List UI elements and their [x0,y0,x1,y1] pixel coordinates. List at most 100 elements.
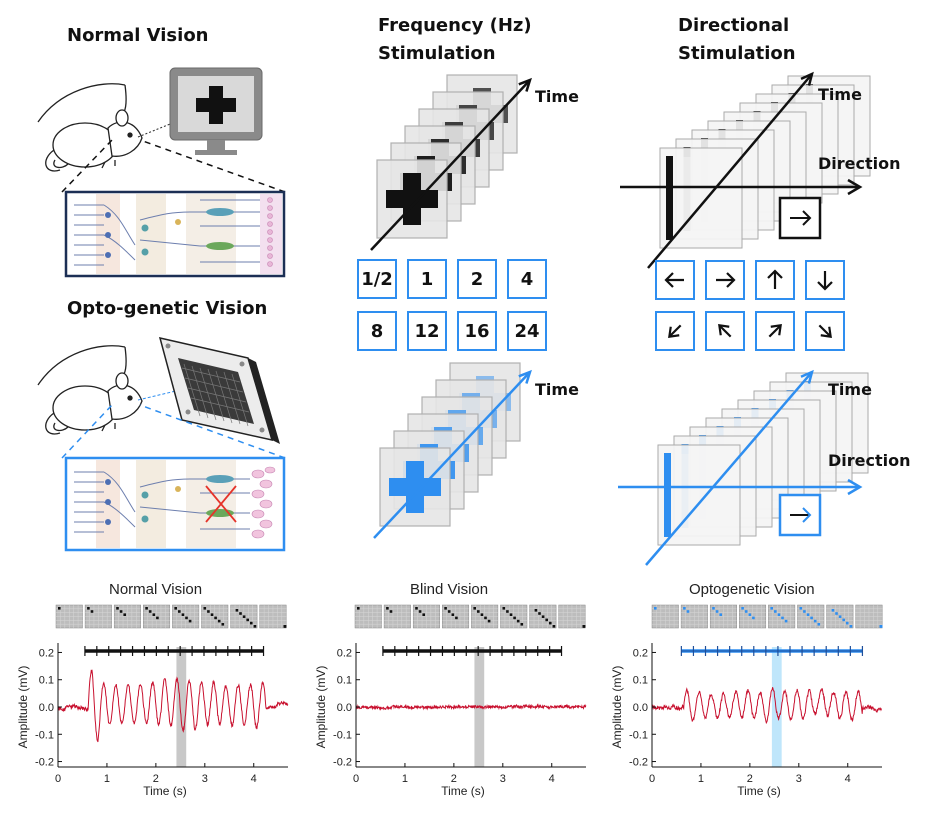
thumbnail-dot [477,610,480,613]
thumbnail-dot [752,616,755,620]
mouse-opto [37,345,143,435]
thumbnail-dot [451,613,455,616]
frequency-option-box: 2 [457,259,497,299]
y-tick-label: -0.2 [629,757,648,769]
frequency-option-box: 1 [407,259,447,299]
thumbnail-dot [516,619,520,623]
arrow-up-right-icon [768,324,782,338]
thumbnail-dot [712,607,715,610]
time-axis-arrowhead [518,369,532,384]
bar-stimulus-front [666,156,673,240]
led-array-panel-icon [158,336,280,444]
thumbnail-dot [185,616,188,620]
direction-frame [659,147,743,249]
thumbnail-dot [480,613,484,616]
frequency-option-box: 24 [507,311,547,351]
time-axis-arrowhead [518,77,532,92]
thumbnail-dot [123,613,126,616]
thumbnail-dot [552,625,556,628]
thumbnail-dot [549,621,552,625]
direction-option-box [705,311,745,351]
frequency-title-line2: Stimulation [378,43,496,64]
thumbnail-dot [415,607,418,610]
direction-label-dir-black: Direction [818,154,901,173]
thumbnail-dot [283,625,287,628]
arrow-down-icon [817,271,833,291]
arrow-down-right-icon [818,324,832,338]
direction-option-box [805,311,845,351]
thumbnail-dot [203,607,207,610]
thumbnail-dot [116,607,119,610]
signal-trace [355,702,587,711]
thumbnail-dot [250,621,253,625]
thumbnail-dot [520,623,524,626]
thumbnail-dot [484,616,487,620]
thumbnail-dot [686,610,690,613]
cross-stimulus-icon [386,173,438,225]
thumbnail-dot [444,607,447,610]
thumbnail-dot [389,610,393,613]
y-tick-label: 0.2 [39,647,54,659]
normal-vision-title: Normal Vision [67,25,209,46]
thumbnail-dot [217,619,221,623]
thumbnail-dot [119,610,123,613]
thumbnail-dot [741,607,744,610]
arrow-right-icon-head [802,210,812,226]
cross-stimulus-icon [389,461,441,513]
thumbnail-dot [770,607,773,610]
time-axis-arrowhead [800,71,814,86]
thumbnail-dot [90,610,94,613]
y-tick-label: 0.0 [337,702,352,714]
direction-label-dir-blue: Direction [828,451,911,470]
thumbnail-dot [487,619,491,623]
thumbnail-dot [235,609,239,612]
y-axis-label: Amplitude (mV) [16,666,30,749]
thumbnail-dot [207,610,210,613]
thumbnail-dot [534,609,538,612]
y-tick-label: -0.1 [629,729,648,741]
monitor-icon [169,67,263,155]
thumbnail-dot [509,613,513,616]
thumbnail-dot [748,613,752,616]
thumbnail-dot [513,616,516,620]
y-tick-label: 0.2 [337,647,352,659]
x-axis-label: Time (s) [441,784,485,798]
x-tick-label: 1 [104,773,110,785]
thumbnail-dot [849,625,853,628]
thumbnail-dot [506,610,509,613]
time-label-freq-black: Time [535,87,579,106]
direction-option-box [655,311,695,351]
thumbnail-dot [582,625,586,628]
x-tick-label: 3 [796,773,802,785]
x-tick-label: 4 [845,773,851,785]
thumbnail-dot [817,623,821,626]
thumbnail-dot [842,618,845,622]
thumbnail-dot [774,610,777,613]
thumbnail-dot [835,612,838,615]
thumbnail-dot [719,613,722,616]
mouse-normal [37,83,143,172]
thumbnail-dot [152,613,156,616]
bar-stimulus-front [664,453,671,537]
arrow-right-icon-head [802,507,812,523]
thumbnail-dot [455,616,458,620]
thumbnail-dot [422,613,425,616]
direction-axis-arrowhead [847,178,863,196]
thumbnail-dot [715,610,719,613]
highlight-window [771,647,782,767]
highlight-window [176,647,187,767]
x-tick-label: 0 [55,773,61,785]
time-axis-line [645,371,813,566]
x-tick-label: 2 [153,773,159,785]
retina-diagram-normal [64,190,286,278]
thumbnail-dot [831,609,835,612]
x-tick-label: 1 [402,773,408,785]
direction-option-box [755,260,795,300]
thumbnail-dot [447,610,451,613]
frequency-title-line1: Frequency (Hz) [378,15,532,36]
directional-title-line1: Directional [678,15,790,36]
thumbnail-dot [784,619,788,623]
direction-option-box [705,260,745,300]
